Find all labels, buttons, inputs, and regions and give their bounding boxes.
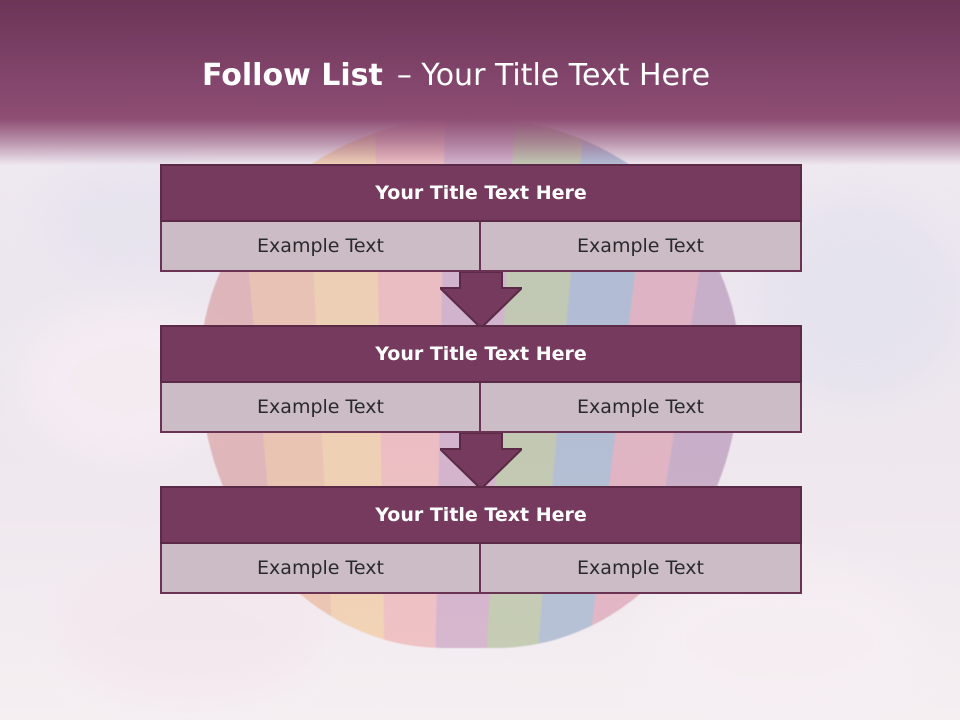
step-cell-left: Example Text <box>160 222 481 272</box>
step-title: Your Title Text Here <box>160 325 802 383</box>
step-block-2: Your Title Text Here Example Text Exampl… <box>160 325 802 433</box>
step-block-1: Your Title Text Here Example Text Exampl… <box>160 164 802 272</box>
step-cell-right: Example Text <box>481 544 802 594</box>
slide-title: Follow List – Your Title Text Here <box>202 56 710 96</box>
down-arrow-icon <box>440 433 522 489</box>
slide-title-sub: – Your Title Text Here <box>396 58 711 93</box>
slide-title-main: Follow List <box>202 58 383 93</box>
step-cell-right: Example Text <box>481 222 802 272</box>
title-banner <box>0 0 960 165</box>
down-arrow-icon <box>440 272 522 328</box>
step-cell-left: Example Text <box>160 383 481 433</box>
step-row: Example Text Example Text <box>160 544 802 594</box>
step-row: Example Text Example Text <box>160 222 802 272</box>
step-row: Example Text Example Text <box>160 383 802 433</box>
step-cell-right: Example Text <box>481 383 802 433</box>
step-title: Your Title Text Here <box>160 486 802 544</box>
step-cell-left: Example Text <box>160 544 481 594</box>
step-block-3: Your Title Text Here Example Text Exampl… <box>160 486 802 594</box>
step-title: Your Title Text Here <box>160 164 802 222</box>
